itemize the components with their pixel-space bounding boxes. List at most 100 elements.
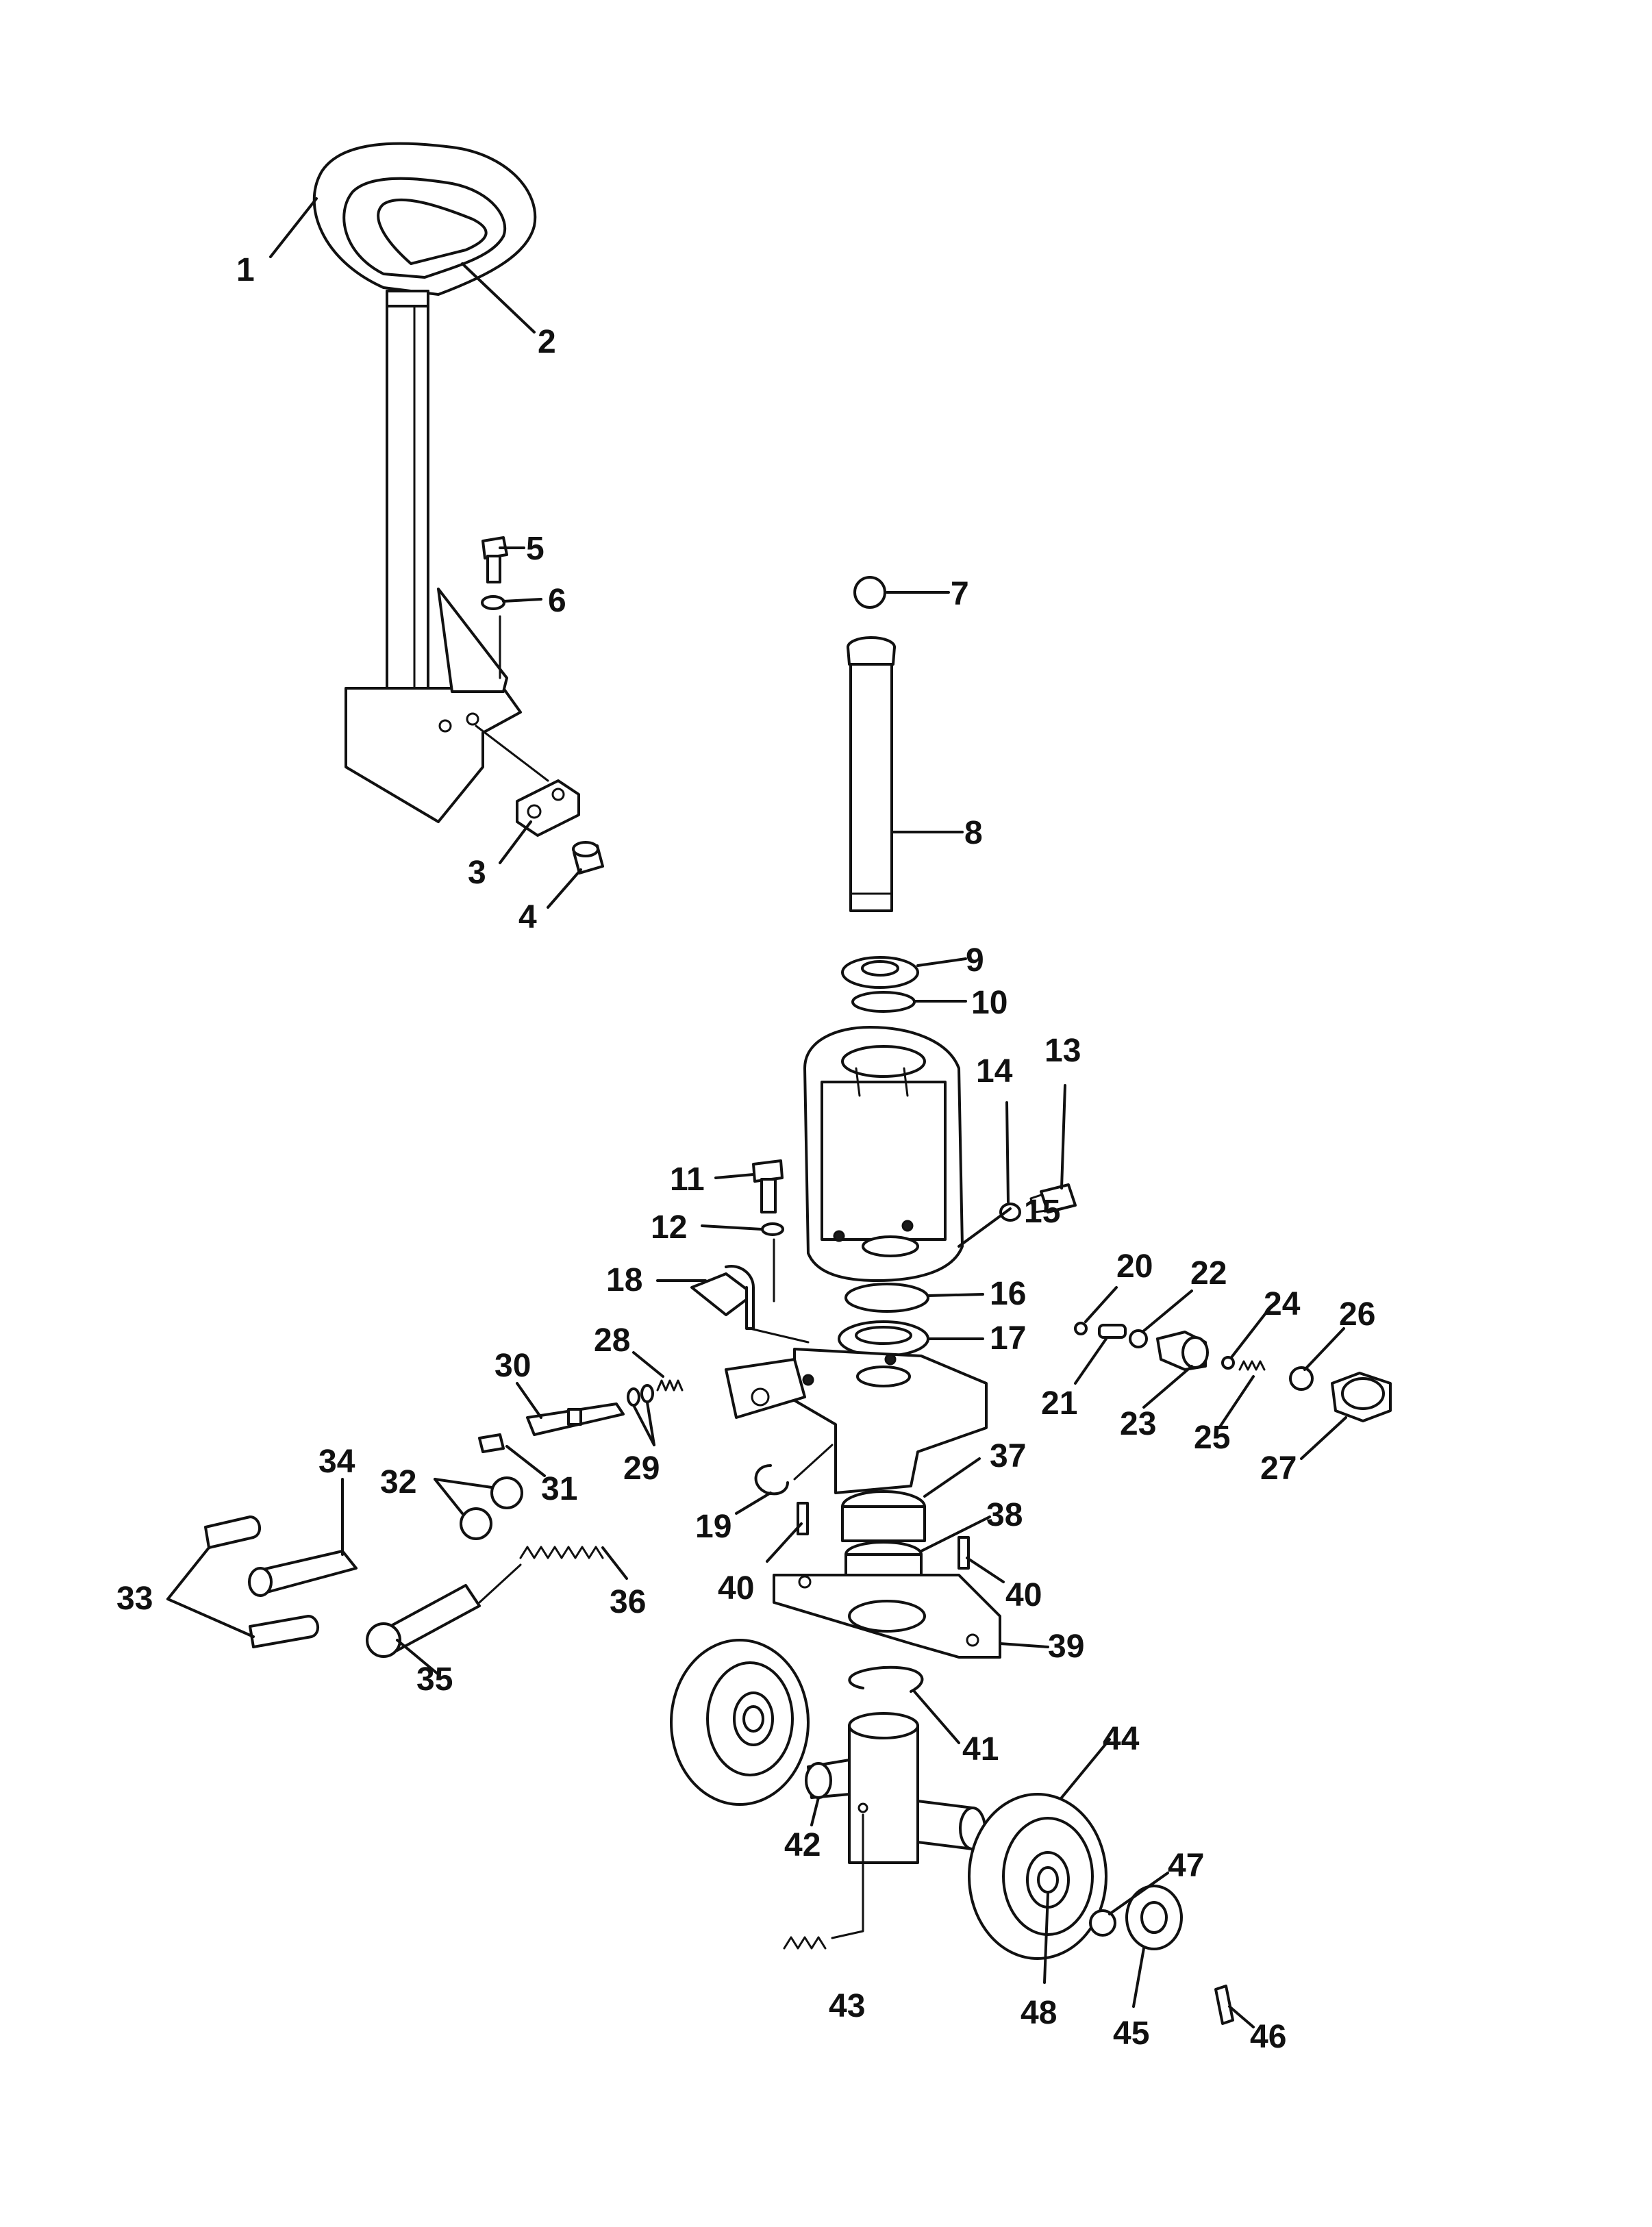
washer-part-12 bbox=[761, 1222, 784, 1236]
callout-labels: 1 2 3 4 5 6 7 8 9 10 11 12 13 14 15 16 1… bbox=[116, 252, 1375, 2055]
leader-39 bbox=[999, 1642, 1049, 1648]
callout-11: 11 bbox=[670, 1161, 705, 1198]
callout-8: 8 bbox=[964, 815, 983, 851]
seal-ring-part-9 bbox=[841, 956, 919, 989]
bolt-part-11 bbox=[752, 1159, 784, 1213]
washer-part-45 bbox=[1125, 1885, 1183, 1950]
pump-housing-part-15 bbox=[803, 1026, 964, 1282]
wheel-part-44 bbox=[968, 1793, 1107, 1960]
callout-26: 26 bbox=[1339, 1296, 1375, 1333]
circlip-part-41 bbox=[848, 1665, 924, 1693]
leader-36 bbox=[601, 1546, 628, 1580]
callout-15: 15 bbox=[1024, 1194, 1060, 1230]
leader-9 bbox=[916, 957, 967, 967]
callout-40a: 40 bbox=[718, 1570, 754, 1607]
clip-part-19 bbox=[754, 1464, 789, 1496]
side-plate-part bbox=[725, 1358, 806, 1419]
leader-42 bbox=[810, 1796, 820, 1826]
washers-part-32 bbox=[460, 1476, 523, 1540]
handle-inner-grip-part bbox=[377, 198, 488, 265]
leader-40b bbox=[966, 1557, 1005, 1583]
leader-2 bbox=[461, 262, 536, 334]
leader-12 bbox=[701, 1224, 763, 1231]
washer-part-6 bbox=[481, 595, 505, 610]
leader-26 bbox=[1303, 1327, 1345, 1371]
washer-part-14 bbox=[999, 1203, 1021, 1222]
callout-24: 24 bbox=[1264, 1286, 1301, 1322]
callout-2: 2 bbox=[538, 324, 556, 360]
leader-32a bbox=[434, 1478, 493, 1489]
leader-3 bbox=[499, 820, 532, 864]
callout-43: 43 bbox=[829, 1988, 865, 2024]
callout-30: 30 bbox=[495, 1348, 531, 1384]
callout-47: 47 bbox=[1168, 1848, 1204, 1884]
callout-4: 4 bbox=[518, 899, 537, 935]
leader-14 bbox=[1005, 1101, 1010, 1203]
callout-36: 36 bbox=[610, 1584, 646, 1620]
wheel-left-part bbox=[670, 1639, 810, 1806]
seal-part-17 bbox=[838, 1320, 929, 1357]
callout-37: 37 bbox=[990, 1438, 1026, 1474]
leader-48 bbox=[1043, 1892, 1049, 1984]
callout-20: 20 bbox=[1116, 1248, 1153, 1285]
callout-28: 28 bbox=[594, 1322, 630, 1359]
callout-31: 31 bbox=[541, 1471, 577, 1507]
spring-part-28 bbox=[656, 1379, 684, 1392]
callout-3: 3 bbox=[468, 855, 486, 891]
leader-29a bbox=[632, 1404, 655, 1446]
callout-38: 38 bbox=[986, 1497, 1023, 1533]
leader-32b bbox=[434, 1478, 464, 1515]
spring-part-43 bbox=[783, 1936, 827, 1950]
leader-27 bbox=[1300, 1416, 1347, 1460]
plug-part-27 bbox=[1331, 1372, 1392, 1422]
leader-30 bbox=[516, 1382, 542, 1419]
callout-22: 22 bbox=[1190, 1255, 1227, 1292]
leader-13 bbox=[1060, 1084, 1066, 1190]
pin-bracket-part-18 bbox=[690, 1265, 755, 1330]
callout-12: 12 bbox=[651, 1209, 687, 1246]
leader-11 bbox=[714, 1173, 755, 1179]
callout-16: 16 bbox=[990, 1276, 1026, 1312]
callout-6: 6 bbox=[548, 583, 566, 619]
leader-16 bbox=[927, 1293, 984, 1297]
screw-part-13 bbox=[1029, 1183, 1077, 1213]
callout-17: 17 bbox=[990, 1320, 1026, 1357]
leader-45 bbox=[1132, 1947, 1145, 2008]
leader-24 bbox=[1230, 1310, 1268, 1359]
valve-part-23 bbox=[1156, 1331, 1209, 1371]
callout-18: 18 bbox=[606, 1262, 642, 1298]
leader-21 bbox=[1074, 1337, 1107, 1385]
leader-6 bbox=[502, 598, 542, 603]
callout-5: 5 bbox=[526, 531, 545, 567]
ball-part-7 bbox=[853, 576, 886, 609]
leader-38 bbox=[920, 1515, 991, 1552]
leader-19 bbox=[735, 1492, 772, 1515]
leader-31 bbox=[505, 1445, 546, 1477]
callout-29: 29 bbox=[623, 1450, 660, 1487]
leader-35 bbox=[396, 1639, 440, 1676]
callout-19: 19 bbox=[695, 1509, 731, 1545]
o-ring-part-10 bbox=[851, 991, 916, 1013]
leader-28 bbox=[632, 1351, 664, 1378]
callout-39: 39 bbox=[1048, 1628, 1084, 1665]
callout-35: 35 bbox=[416, 1661, 453, 1698]
o-ring-part-16 bbox=[844, 1283, 929, 1313]
callout-13: 13 bbox=[1044, 1033, 1081, 1069]
callout-46: 46 bbox=[1250, 2019, 1286, 2055]
leader-23 bbox=[1142, 1365, 1193, 1409]
pin-part-21 bbox=[1098, 1324, 1127, 1339]
handle-base-bracket-part bbox=[345, 588, 522, 823]
callout-33: 33 bbox=[116, 1581, 153, 1617]
leader-46 bbox=[1228, 2005, 1255, 2028]
callout-9: 9 bbox=[966, 942, 984, 979]
valve-stem-part-30 bbox=[526, 1402, 625, 1436]
chain-link-part-33b bbox=[249, 1615, 319, 1648]
leader-29b bbox=[646, 1401, 655, 1446]
leader-22 bbox=[1141, 1289, 1193, 1333]
dowel-pin-part-40b bbox=[958, 1536, 970, 1570]
washer-part-26 bbox=[1289, 1366, 1314, 1391]
callout-34: 34 bbox=[318, 1444, 355, 1480]
washer-part-47 bbox=[1089, 1909, 1116, 1937]
